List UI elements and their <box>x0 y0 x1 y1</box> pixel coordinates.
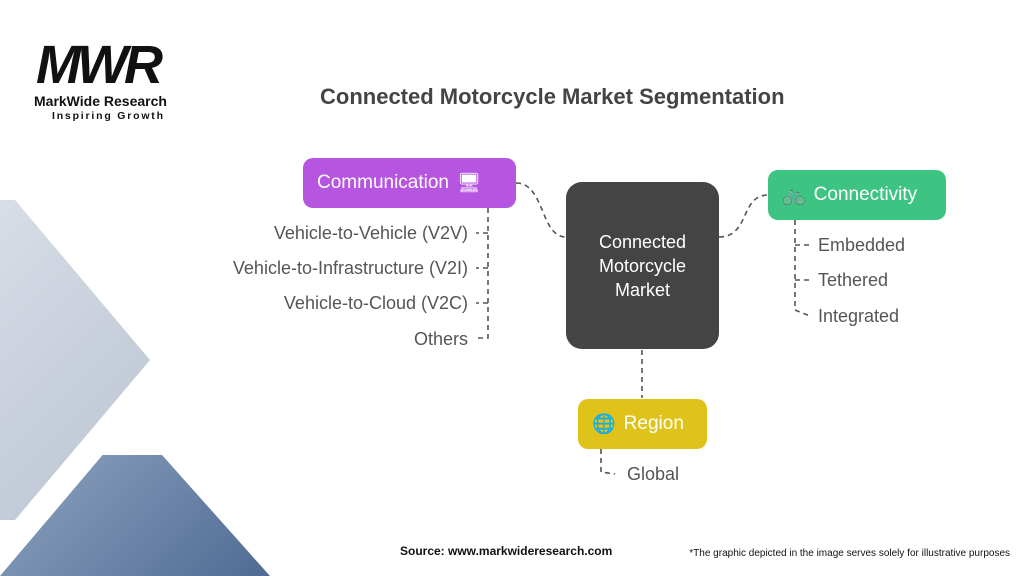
list-item: Embedded <box>818 235 906 255</box>
center-label: Connected Motorcycle Market <box>598 231 687 300</box>
globe-icon: 🌐 <box>592 414 616 435</box>
region-node: 🌐 Region <box>578 399 707 449</box>
communication-node: Communication 🖥 <box>303 158 516 208</box>
list-item: Vehicle-to-Vehicle (V2V) <box>273 223 468 243</box>
logo-name: MarkWide Research <box>34 93 167 109</box>
logo-tagline: Inspiring Growth <box>52 110 165 122</box>
list-item: Global <box>627 464 680 484</box>
list-item: Vehicle-to-Infrastructure (V2I) <box>232 258 468 278</box>
disclaimer-text: *The graphic depicted in the image serve… <box>689 548 1010 559</box>
list-item: Tethered <box>818 270 889 290</box>
communication-label: Communication <box>317 172 449 193</box>
satellite-computer-icon: 🖥 <box>457 173 482 194</box>
connectivity-node: 🚲 Connectivity <box>768 170 946 220</box>
logo-mark: MWR <box>36 35 163 95</box>
list-item: Vehicle-to-Cloud (V2C) <box>283 293 468 313</box>
center-node: Connected Motorcycle Market <box>566 182 719 349</box>
connectivity-label: Connectivity <box>813 184 918 205</box>
source-text: Source: www.markwideresearch.com <box>400 544 613 558</box>
list-item: Integrated <box>818 306 900 326</box>
diagram-title: Connected Motorcycle Market Segmentation <box>320 84 785 109</box>
bicycle-network-icon: 🚲 <box>782 185 806 206</box>
region-label: Region <box>623 413 684 434</box>
list-item: Others <box>413 329 468 349</box>
